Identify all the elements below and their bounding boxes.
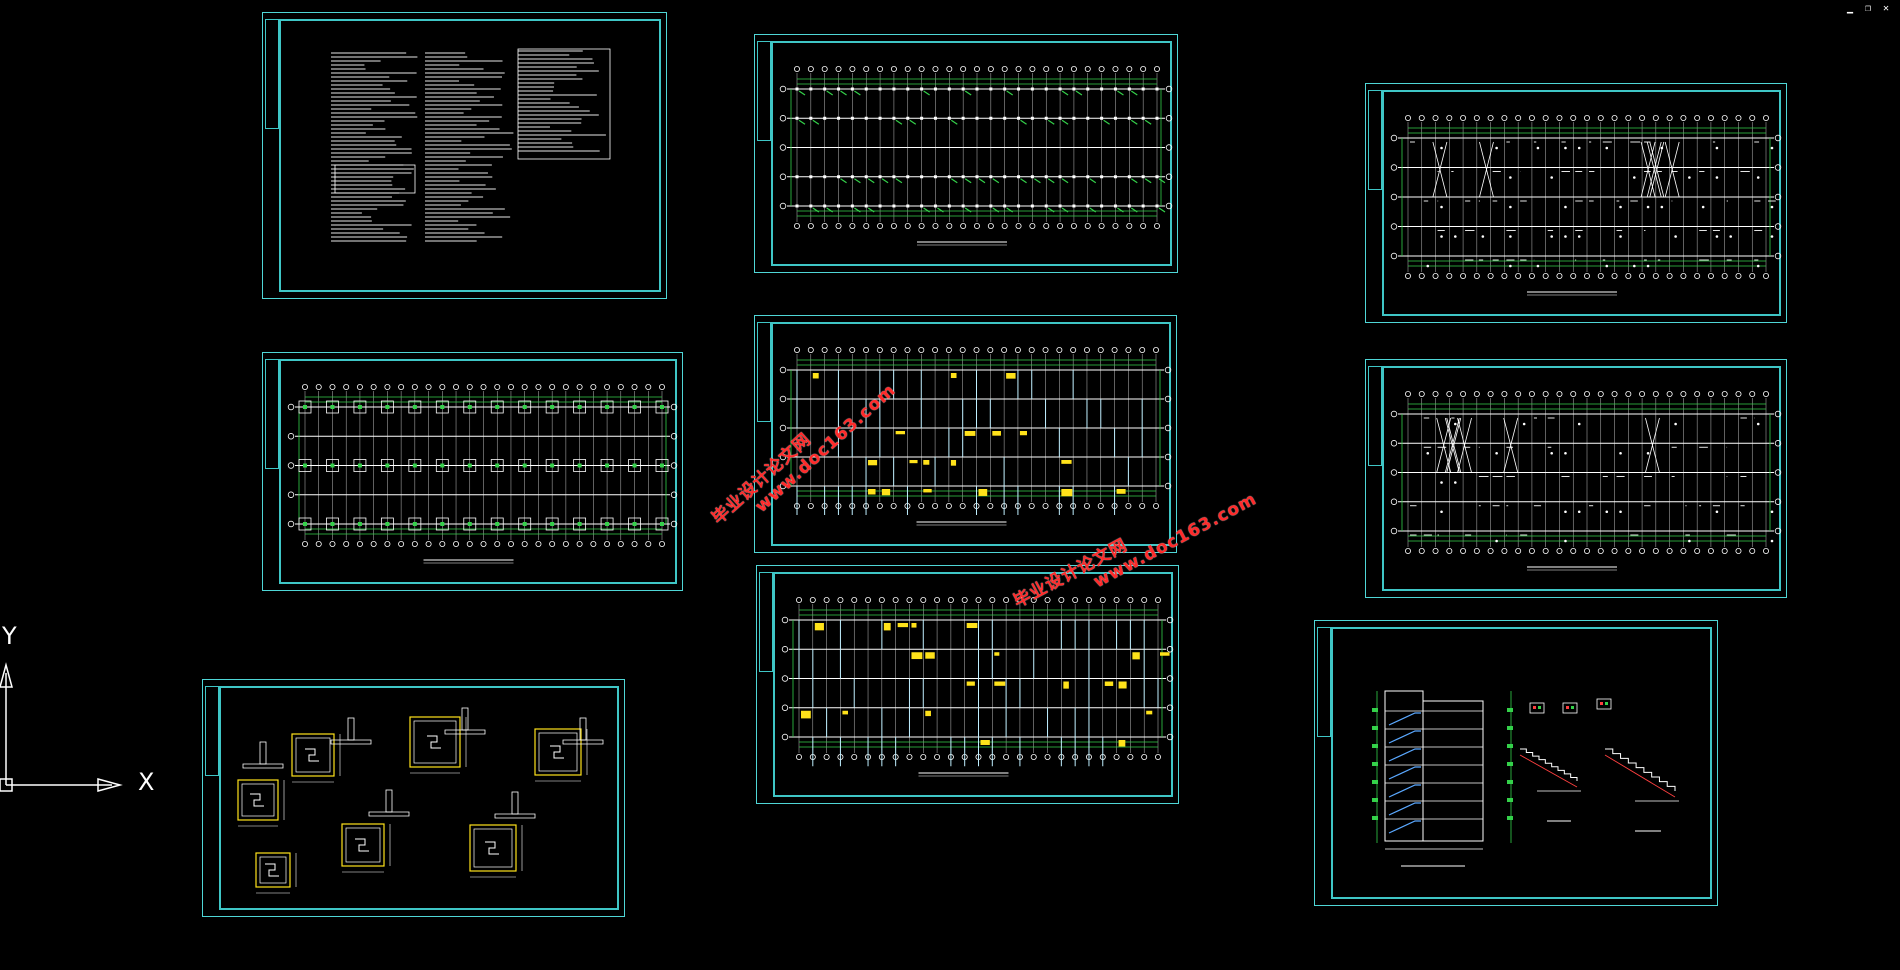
notes-drawing bbox=[331, 48, 611, 242]
sheet-general-notes[interactable] bbox=[262, 12, 667, 299]
foundation-plan-drawing bbox=[287, 383, 678, 564]
beam-plan-a-drawing bbox=[779, 346, 1172, 526]
footing-details-drawing bbox=[237, 707, 604, 894]
minimize-button[interactable]: ▁ bbox=[1846, 3, 1854, 14]
sheet-slab-plan-a[interactable] bbox=[1365, 83, 1787, 323]
slab-plan-b-drawing bbox=[1390, 390, 1782, 571]
column-plan-drawing bbox=[779, 65, 1173, 246]
ucs-x-label: X bbox=[138, 768, 155, 796]
sheet-beam-plan-a[interactable] bbox=[754, 315, 1177, 553]
close-button[interactable]: ✕ bbox=[1882, 3, 1890, 14]
sheet-footing-details[interactable] bbox=[202, 679, 625, 917]
slab-plan-a-drawing bbox=[1390, 114, 1782, 296]
restore-button[interactable]: ❐ bbox=[1864, 3, 1872, 14]
stair-details-drawing bbox=[1372, 690, 1679, 867]
sheet-foundation-plan[interactable] bbox=[262, 352, 683, 591]
beam-plan-b-drawing bbox=[781, 596, 1174, 777]
sheet-column-plan[interactable] bbox=[754, 34, 1178, 273]
sheet-stair-details[interactable] bbox=[1314, 620, 1718, 906]
ucs-y-label: Y bbox=[2, 622, 17, 650]
sheet-slab-plan-b[interactable] bbox=[1365, 359, 1787, 598]
window-controls: ▁ ❐ ✕ bbox=[1844, 3, 1892, 15]
sheet-beam-plan-b[interactable] bbox=[756, 565, 1179, 804]
ucs-icon bbox=[0, 625, 160, 805]
